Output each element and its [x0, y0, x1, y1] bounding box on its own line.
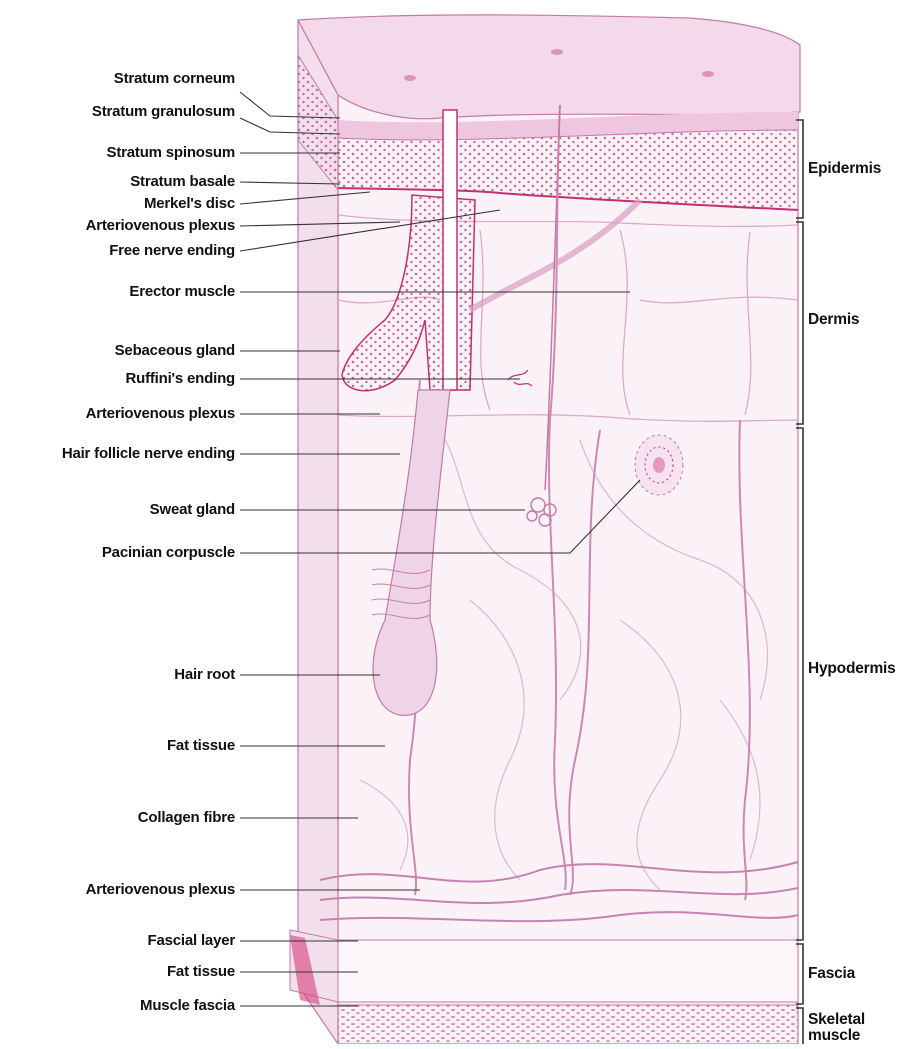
label-fascia: Fascia [808, 965, 855, 983]
label-arteriovenous-plexus-lower: Arteriovenous plexus [86, 881, 235, 899]
label-dermis: Dermis [808, 311, 859, 329]
label-free-nerve-ending: Free nerve ending [109, 242, 235, 260]
label-sebaceous-gland: Sebaceous gland [115, 342, 235, 360]
label-arteriovenous-plexus-middle: Arteriovenous plexus [86, 405, 235, 423]
label-fat-tissue-upper: Fat tissue [167, 737, 235, 755]
label-skeletal-muscle: Skeletal muscle [808, 1012, 916, 1044]
label-hypodermis: Hypodermis [808, 660, 896, 678]
label-ruffinis-ending: Ruffini's ending [125, 370, 235, 388]
label-fat-tissue-lower: Fat tissue [167, 963, 235, 981]
label-muscle-fascia: Muscle fascia [140, 997, 235, 1015]
label-erector-muscle: Erector muscle [129, 283, 235, 301]
label-stratum-granulosum: Stratum granulosum [92, 103, 235, 121]
label-stratum-corneum: Stratum corneum [114, 70, 235, 88]
label-epidermis: Epidermis [808, 160, 881, 178]
label-stratum-spinosum: Stratum spinosum [107, 144, 235, 162]
label-arteriovenous-plexus-upper: Arteriovenous plexus [86, 217, 235, 235]
label-merkels-disc: Merkel's disc [144, 195, 235, 213]
label-pacinian-corpuscle: Pacinian corpuscle [102, 544, 235, 562]
label-sweat-gland: Sweat gland [150, 501, 235, 519]
label-hair-root: Hair root [174, 666, 235, 684]
label-fascial-layer: Fascial layer [148, 932, 235, 950]
label-hair-follicle-nerve-ending: Hair follicle nerve ending [62, 445, 235, 463]
label-collagen-fibre: Collagen fibre [138, 809, 235, 827]
label-stratum-basale: Stratum basale [130, 173, 235, 191]
